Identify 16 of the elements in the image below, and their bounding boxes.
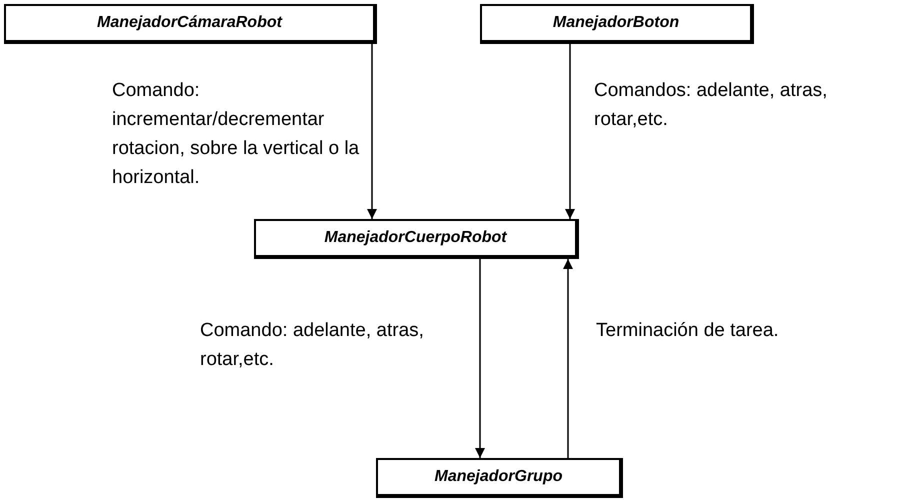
- class-box: [376, 458, 623, 498]
- arrow: [475, 259, 485, 458]
- class-box: [4, 4, 377, 44]
- class-name: ManejadorCuerpoRobot: [324, 228, 507, 248]
- class-box: [254, 219, 579, 259]
- edge-label: Comandos: adelante, atras, rotar,etc.: [594, 79, 828, 132]
- edge-label: Comando: adelante, atras, rotar,etc.: [200, 319, 425, 372]
- arrow: [367, 44, 377, 219]
- edge-label: Terminación de tarea.: [596, 319, 780, 343]
- arrow: [565, 44, 575, 219]
- class-name: ManejadorBoton: [552, 13, 680, 33]
- class-name: ManejadorGrupo: [434, 467, 562, 487]
- edge-label: Comando: incrementar/decrementar rotacion, sobre la vertical o la horizontal.: [112, 79, 360, 190]
- arrow: [563, 259, 573, 458]
- class-name: ManejadorCámaraRobot: [97, 13, 282, 33]
- class-box: [480, 4, 754, 44]
